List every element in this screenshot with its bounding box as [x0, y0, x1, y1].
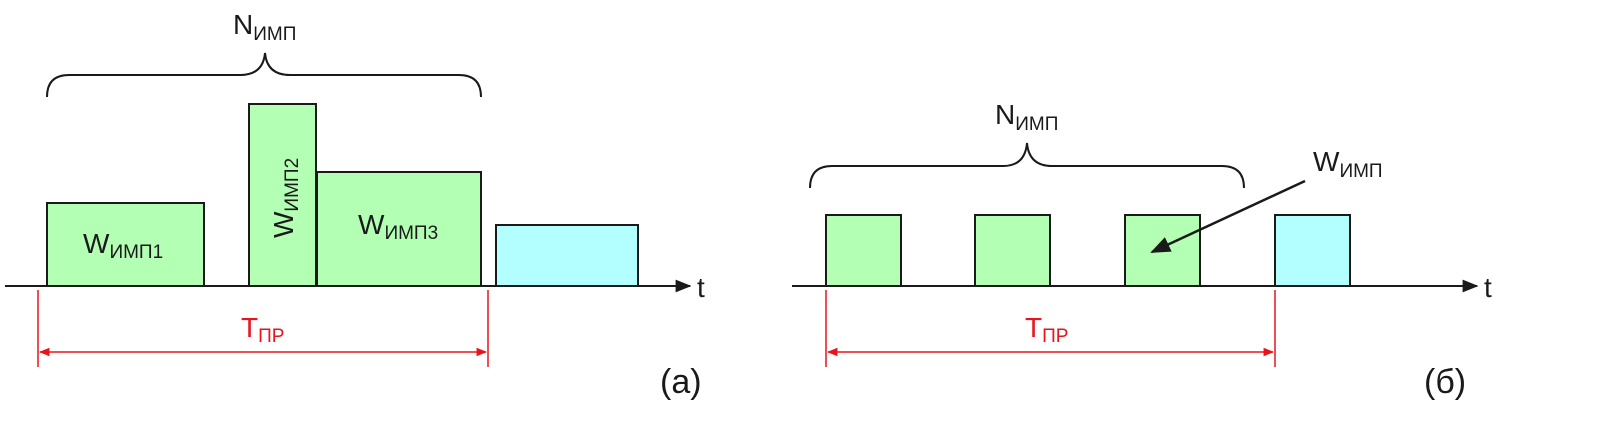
period-label-b: TПР: [1025, 312, 1068, 347]
pulse-2: [248, 103, 317, 287]
pulse-count-label: NИМП: [233, 9, 296, 45]
period-label: TПР: [241, 312, 284, 347]
pulse-b-2: [974, 214, 1051, 287]
axis-label-t-b: t: [1484, 272, 1492, 303]
panel-b: t NИМП WИМП TПР (б): [792, 99, 1492, 401]
next-period-pulse: [495, 224, 639, 287]
pulse-2-label: WИМП2: [268, 158, 303, 238]
pulse-3-label: WИМП3: [358, 209, 438, 244]
pulse-width-label: WИМП: [1313, 146, 1383, 182]
panel-b-caption: (б): [1424, 363, 1466, 401]
pulse-pointer-arrow: [1150, 179, 1306, 254]
panel-a-caption: (а): [660, 363, 702, 401]
pulse-b-3: [1124, 214, 1201, 287]
pulse-b-1: [825, 214, 902, 287]
next-period-pulse-b: [1274, 214, 1351, 287]
pulse-1-label: WИМП1: [83, 228, 163, 263]
pulse-3: [316, 171, 482, 287]
panel-a: t NИМП WИМП1 WИМП2 WИМП3 TПР (а): [5, 9, 705, 401]
pulse-count-label-b: NИМП: [995, 99, 1058, 135]
pulse-1: [46, 202, 205, 287]
pulse-group-brace: [46, 52, 482, 98]
pulse-group-brace-b: [809, 142, 1245, 189]
axis-label-t: t: [697, 272, 705, 303]
